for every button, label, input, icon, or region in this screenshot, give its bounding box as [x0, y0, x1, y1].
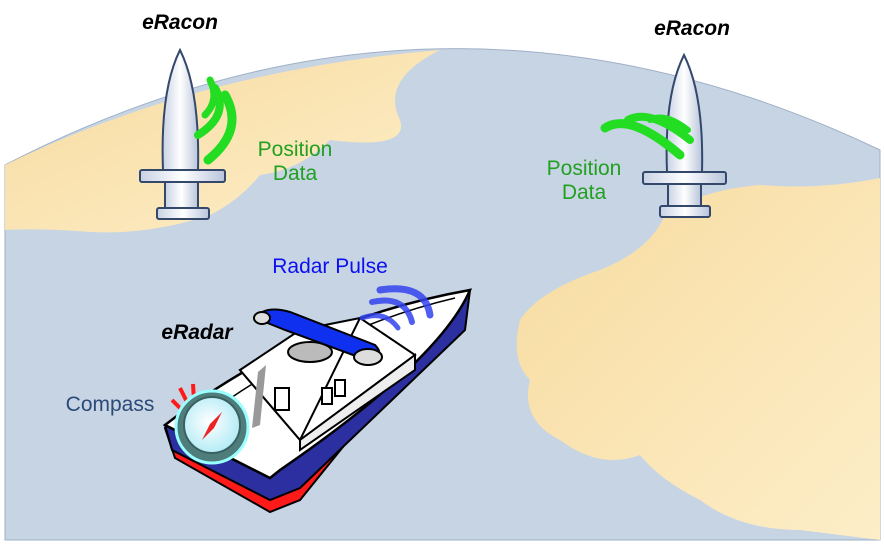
data-line: Data	[272, 162, 318, 186]
eradar-label: eRadar	[161, 321, 233, 344]
position-line: Position	[257, 138, 333, 161]
compass-icon	[170, 383, 250, 465]
eracon-label-left: eRacon	[142, 11, 218, 34]
compass-label: Compass	[65, 393, 155, 416]
radar-pulse-label: Radar Pulse	[272, 255, 388, 278]
eracon-label-right: eRacon	[654, 17, 730, 40]
radar-pulse-waves-icon	[359, 285, 434, 331]
eracon-tower-right	[642, 52, 727, 218]
eracon-tower-left	[139, 47, 226, 220]
position-data-label-left: Position Data	[258, 138, 333, 186]
land-right	[516, 178, 880, 540]
signal-waves-left-icon	[194, 76, 237, 165]
position-data-label-right: Position Data	[547, 157, 622, 205]
signal-waves-right-icon	[600, 112, 694, 160]
data-line: Data	[561, 181, 607, 205]
position-line: Position	[546, 157, 622, 180]
radar-antenna	[253, 308, 383, 366]
